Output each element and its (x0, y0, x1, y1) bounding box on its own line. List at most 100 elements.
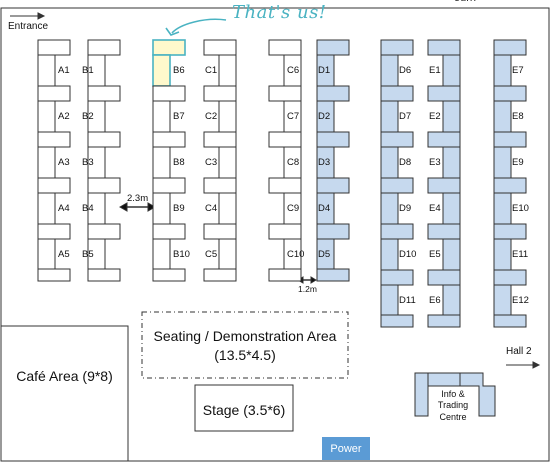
booth-a1-cap[interactable] (37, 39, 71, 56)
booth-b7-cap[interactable] (152, 85, 186, 102)
booth-label-b5: B5 (82, 249, 94, 260)
booth-a3-cap[interactable] (37, 131, 71, 148)
booth-label-c8: C8 (287, 157, 300, 168)
booth-c3-cap[interactable] (203, 131, 237, 148)
booth-label-b4: B4 (82, 203, 94, 214)
booth-e4[interactable] (442, 192, 461, 225)
booth-b6[interactable] (152, 54, 171, 87)
callout-arrowhead (165, 27, 180, 36)
booth-b9-cap[interactable] (152, 177, 186, 194)
booth-a4-cap[interactable] (37, 177, 71, 194)
booth-d6-cap[interactable] (380, 39, 414, 56)
booth-b6-cap[interactable] (152, 39, 186, 56)
booth-c7-cap[interactable] (268, 85, 302, 102)
booth-c2-cap[interactable] (203, 85, 237, 102)
booth-e1[interactable] (442, 54, 461, 87)
booth-b10-cap[interactable] (152, 223, 186, 240)
booth-e9[interactable] (493, 146, 512, 179)
booth-a3[interactable] (37, 146, 56, 179)
booth-e2[interactable] (442, 100, 461, 133)
booth-e7-cap[interactable] (493, 39, 527, 56)
booth-e11-cap[interactable] (493, 223, 527, 240)
entrance-arrowhead (37, 12, 46, 20)
booth-e11[interactable] (493, 238, 512, 271)
booth-d10[interactable] (380, 238, 399, 271)
booth-b8[interactable] (152, 146, 171, 179)
booth-e8-cap[interactable] (493, 85, 527, 102)
booth-b7[interactable] (152, 100, 171, 133)
booth-c6-cap[interactable] (268, 39, 302, 56)
booth-e7[interactable] (493, 54, 512, 87)
booth-a5-cap[interactable] (37, 223, 71, 240)
booth-d5-cap[interactable] (316, 223, 350, 240)
booth-d8[interactable] (380, 146, 399, 179)
booth-c5[interactable] (218, 238, 237, 271)
booth-b8-cap[interactable] (152, 131, 186, 148)
booth-d9-cap[interactable] (380, 177, 414, 194)
booth-b9[interactable] (152, 192, 171, 225)
callout-arrow (171, 18, 227, 34)
booth-c4-cap[interactable] (203, 177, 237, 194)
booth-label-c10: C10 (287, 249, 305, 260)
info-centre-shape[interactable] (414, 372, 496, 417)
booth-e8[interactable] (493, 100, 512, 133)
booth-d3-cap[interactable] (316, 131, 350, 148)
booth-e2-cap[interactable] (427, 85, 461, 102)
booth-c1[interactable] (218, 54, 237, 87)
booth-a2-cap[interactable] (37, 85, 71, 102)
booth-e9-cap[interactable] (493, 131, 527, 148)
booth-a2[interactable] (37, 100, 56, 133)
booth-d9[interactable] (380, 192, 399, 225)
booth-b4-cap[interactable] (87, 177, 121, 194)
booth-d7-cap[interactable] (380, 85, 414, 102)
booth-d11-cap[interactable] (380, 269, 414, 286)
booth-e3[interactable] (442, 146, 461, 179)
booth-a1[interactable] (37, 54, 56, 87)
booth-e1-cap[interactable] (427, 39, 461, 56)
booth-d8-cap[interactable] (380, 131, 414, 148)
booth-e12-cap[interactable] (493, 269, 527, 286)
booth-e5-cap[interactable] (427, 223, 461, 240)
booth-c10-cap[interactable] (268, 223, 302, 240)
booth-c5-cap[interactable] (203, 223, 237, 240)
stage-label: Stage (3.5*6) (202, 402, 286, 418)
booth-e3-cap[interactable] (427, 131, 461, 148)
booth-e10[interactable] (493, 192, 512, 225)
booth-e6-cap[interactable] (427, 269, 461, 286)
booth-e6[interactable] (442, 284, 461, 317)
seating-area[interactable] (141, 311, 349, 379)
booth-d11[interactable] (380, 284, 399, 317)
booth-c2[interactable] (218, 100, 237, 133)
booth-d6[interactable] (380, 54, 399, 87)
booth-b10[interactable] (152, 238, 171, 271)
booth-c1-cap[interactable] (203, 39, 237, 56)
booth-e10-cap[interactable] (493, 177, 527, 194)
booth-d1-cap[interactable] (316, 39, 350, 56)
booth-d4-cap[interactable] (316, 177, 350, 194)
booth-b1-cap[interactable] (87, 39, 121, 56)
cafe-area[interactable] (0, 325, 129, 462)
power-area[interactable]: Power (322, 437, 370, 460)
booth-a4[interactable] (37, 192, 56, 225)
booth-c3[interactable] (218, 146, 237, 179)
booth-d7[interactable] (380, 100, 399, 133)
booth-e4-cap[interactable] (427, 177, 461, 194)
stage-area[interactable] (194, 384, 294, 432)
booth-c8-cap[interactable] (268, 131, 302, 148)
booth-c4[interactable] (218, 192, 237, 225)
booth-b2-cap[interactable] (87, 85, 121, 102)
booth-label-b7: B7 (173, 111, 185, 122)
booth-e5[interactable] (442, 238, 461, 271)
booth-b5-cap[interactable] (87, 223, 121, 240)
booth-a5[interactable] (37, 238, 56, 271)
booth-label-c5: C5 (205, 249, 218, 260)
booth-e12[interactable] (493, 284, 512, 317)
booth-d2-cap[interactable] (316, 85, 350, 102)
booth-label-b10: B10 (173, 249, 190, 260)
booth-b3-cap[interactable] (87, 131, 121, 148)
booth-c9-cap[interactable] (268, 177, 302, 194)
booth-column-base-b (87, 268, 121, 282)
booth-column-base-b_right (152, 268, 186, 282)
booth-d10-cap[interactable] (380, 223, 414, 240)
